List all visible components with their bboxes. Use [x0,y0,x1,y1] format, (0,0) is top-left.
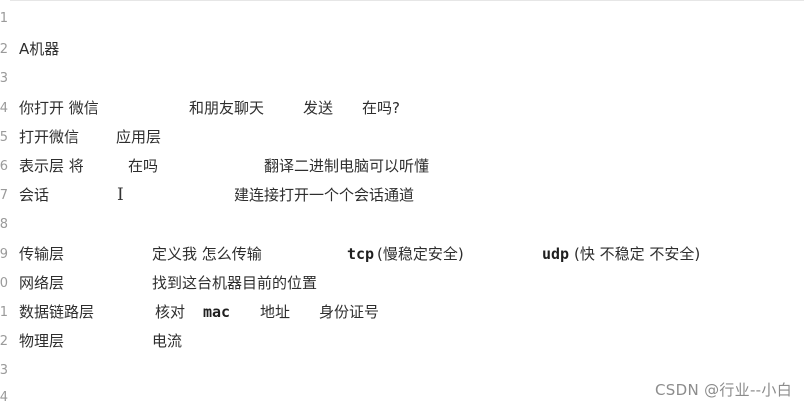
line-text: 会话 [19,186,50,204]
editor-line-11[interactable]: 11 数据链路层 核对 mac 地址 身份证号 [0,298,804,327]
line-text: 和朋友聊天 [189,99,265,117]
editor-line-7[interactable]: 7 会话 建连接打开一个个会话通道 [0,181,804,210]
editor-line-5[interactable]: 5 打开微信 应用层 [0,123,804,152]
line-text: (快 不稳定 不安全) [574,245,701,263]
line-number: 7 [0,188,8,203]
line-text: 身份证号 [319,303,380,321]
editor-line-13[interactable]: 13 [0,356,804,385]
line-text: 翻译二进制电脑可以听懂 [264,157,430,175]
line-text: 传输层 [19,245,65,263]
code-keyword: tcp [347,245,375,263]
line-text: (慢稳定安全) [377,245,464,263]
line-text: 发送 [303,99,334,117]
editor-line-9[interactable]: 9 传输层 定义我 怎么传输 tcp (慢稳定安全) udp (快 不稳定 不安… [0,240,804,269]
editor-line-6[interactable]: 6 表示层 将 在吗 翻译二进制电脑可以听懂 [0,152,804,181]
editor-line-3[interactable]: 3 [0,64,804,93]
line-number: 5 [0,130,8,145]
editor-line-14[interactable]: 14 [0,383,804,412]
line-text: 找到这台机器目前的位置 [152,274,318,292]
line-text: 核对 [155,303,186,321]
line-text: 地址 [260,303,291,321]
editor-line-2[interactable]: 2 A机器 [0,35,804,64]
line-number: 14 [0,390,8,405]
line-text: 表示层 将 [19,157,84,175]
line-number: 3 [0,71,8,86]
line-text: 打开微信 [19,128,80,146]
line-text: 在吗 [128,157,159,175]
line-number: 9 [0,247,8,262]
line-text: 应用层 [116,128,162,146]
code-keyword: udp [542,245,570,263]
code-keyword: mac [203,303,231,321]
line-number: 6 [0,159,8,174]
editor-line-8[interactable]: 8 [0,210,804,239]
top-border [0,0,804,1]
line-text: 网络层 [19,274,65,292]
editor-line-12[interactable]: 12 物理层 电流 [0,327,804,356]
line-number: 4 [0,101,8,116]
line-number: 13 [0,363,8,378]
line-text: 定义我 怎么传输 [152,245,262,263]
line-number: 11 [0,305,8,320]
line-number-gutter [0,0,10,408]
line-text: 数据链路层 [19,303,95,321]
line-text: 你打开 微信 [19,99,99,117]
line-text: 在吗? [362,99,400,117]
watermark: CSDN @行业--小白 [655,381,792,399]
line-text: A机器 [19,40,60,58]
editor-line-4[interactable]: 4 你打开 微信 和朋友聊天 发送 在吗? [0,94,804,123]
line-number: 1 [0,11,8,26]
line-text: 物理层 [19,332,65,350]
line-number: 2 [0,42,8,57]
line-number: 12 [0,334,8,349]
line-text: 电流 [152,332,183,350]
editor-line-10[interactable]: 10 网络层 找到这台机器目前的位置 [0,269,804,298]
line-number: 10 [0,276,8,291]
editor-line-1[interactable]: 1 [0,4,804,33]
line-number: 8 [0,217,8,232]
line-text: 建连接打开一个个会话通道 [234,186,415,204]
text-cursor-icon: I [117,185,124,205]
